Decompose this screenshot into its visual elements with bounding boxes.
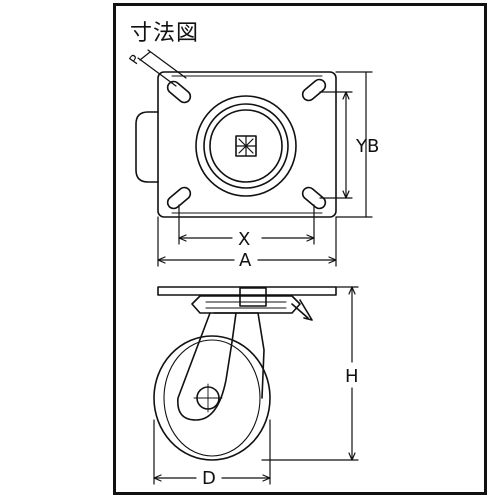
label-h: H bbox=[345, 366, 359, 387]
dimension-p bbox=[137, 49, 187, 87]
label-x: X bbox=[238, 229, 250, 250]
label-p: P bbox=[127, 52, 144, 67]
swivel-bearing bbox=[191, 295, 301, 314]
caster-fork-back bbox=[235, 312, 265, 399]
top-view bbox=[135, 71, 337, 218]
label-d: D bbox=[202, 468, 216, 489]
housing-outer-circle bbox=[195, 95, 297, 197]
diagram-title: 寸法図 bbox=[130, 21, 200, 46]
caster-fork bbox=[177, 312, 237, 421]
dimension-yb bbox=[319, 71, 373, 218]
bolt-slot-bottom-left bbox=[166, 186, 192, 210]
bolt-slot-bottom-right bbox=[301, 186, 327, 210]
lock-lever bbox=[291, 299, 313, 321]
caster-wheel-inner bbox=[163, 339, 261, 457]
dimension-x bbox=[178, 204, 315, 245]
bolt-slot-top-right bbox=[301, 78, 327, 102]
mounting-plate bbox=[157, 286, 337, 296]
dimension-a bbox=[157, 216, 337, 267]
swivel-lock-block bbox=[239, 287, 267, 307]
label-yb: YB bbox=[355, 136, 379, 157]
housing-middle-circle bbox=[203, 103, 289, 189]
caster-wheel bbox=[153, 335, 271, 461]
plate-inner-outline bbox=[171, 75, 323, 214]
axle-centerline bbox=[193, 383, 223, 413]
center-hub-cross bbox=[235, 135, 257, 157]
swivel-bearing-inner bbox=[205, 301, 287, 309]
label-a: A bbox=[239, 250, 252, 271]
top-plate bbox=[157, 71, 337, 218]
side-bumper bbox=[135, 111, 159, 183]
bolt-slot-top-left bbox=[166, 80, 192, 104]
dimension-h bbox=[261, 286, 359, 461]
housing-inner-circle bbox=[209, 109, 283, 183]
dimension-d bbox=[153, 419, 271, 485]
side-view bbox=[153, 286, 337, 461]
